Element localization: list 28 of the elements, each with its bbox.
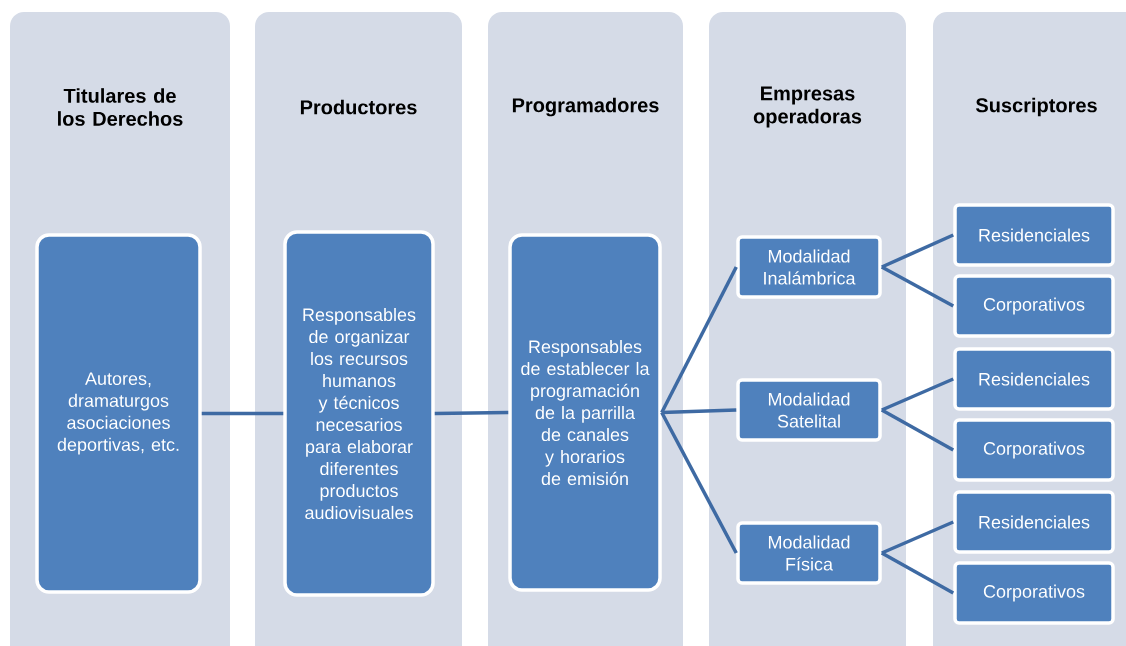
description-box: Autores, dramaturgos asociaciones deportivas, etc.: [35, 233, 202, 594]
connector-line: [880, 265, 955, 308]
connector-line: [660, 266, 738, 414]
connector-line: [880, 551, 955, 595]
column-heading: Suscriptores: [975, 97, 1097, 117]
column-heading: Productores: [300, 99, 417, 115]
category-box: Modalidad Física: [736, 521, 882, 585]
connector-line: [881, 377, 954, 412]
connector-line: [434, 410, 509, 416]
column-heading: Programadores: [512, 97, 659, 117]
connector-line: [881, 520, 954, 555]
column-heading: Empresas operadoras: [753, 86, 862, 128]
description-box: Responsables de establecer la programación de la parrilla de canales y horarios de emisión: [508, 233, 662, 592]
category-box: Corporativos: [953, 418, 1115, 482]
category-box: Residenciales: [953, 203, 1115, 267]
category-box: Modalidad Satelital: [736, 378, 882, 442]
column-heading: Titulares de los Derechos: [58, 88, 183, 126]
connector-line: [661, 408, 737, 415]
category-box: Residenciales: [953, 347, 1115, 411]
connector-line: [201, 411, 284, 416]
description-box: Responsables de organizar los recursos humanos y técnicos necesarios para elaborar diferentes productos audiovisuales: [283, 230, 435, 597]
connector-line: [660, 411, 738, 554]
connector-line: [880, 408, 955, 452]
category-box: Residenciales: [953, 490, 1115, 554]
connector-line: [881, 233, 954, 269]
category-box: Corporativos: [953, 561, 1115, 625]
category-box: Corporativos: [953, 274, 1115, 338]
category-box: Modalidad Inalámbrica: [736, 235, 882, 299]
